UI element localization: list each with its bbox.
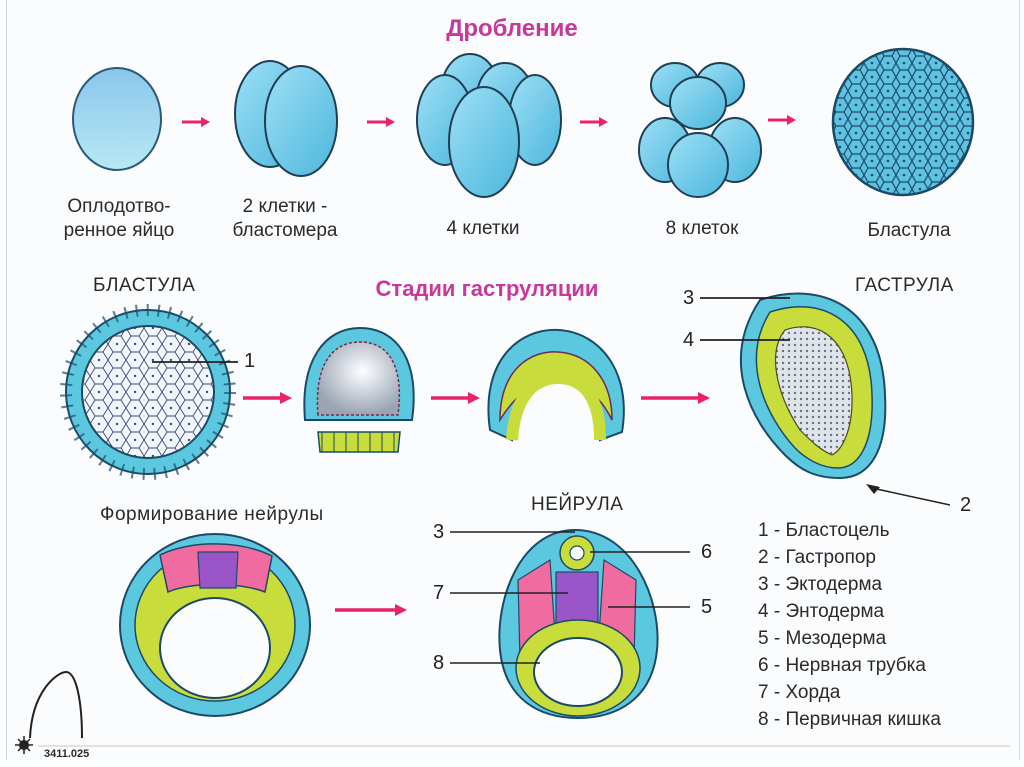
four-cell-stage — [416, 53, 562, 198]
four-cell-label: 4 клетки — [446, 218, 520, 239]
two-cell-label-line1: 2 клетки - — [242, 196, 328, 217]
early-gastrula — [303, 326, 415, 453]
legend-item: 8 - Первичная кишка — [758, 709, 941, 730]
gastrula-heading: ГАСТРУЛА — [855, 275, 954, 296]
eight-cell-label: 8 клеток — [665, 218, 739, 239]
legend-item: 4 - Энтодерма — [758, 601, 885, 622]
callout-5: 5 — [701, 596, 713, 618]
callout-7: 7 — [433, 582, 445, 604]
fertilized-egg — [72, 67, 162, 171]
eight-cell-stage — [638, 62, 762, 198]
callout-6: 6 — [701, 541, 713, 563]
publisher-logo-icon — [15, 670, 1010, 754]
legend-item: 3 - Эктодерма — [758, 574, 883, 595]
two-cell-stage — [234, 60, 338, 177]
callout-3-neurula: 3 — [433, 521, 445, 543]
neurula-section — [450, 528, 690, 720]
legend-item: 2 - Гастропор — [758, 547, 876, 568]
neurula-formation — [119, 533, 311, 717]
callout-3-gastrula: 3 — [683, 287, 695, 309]
cleavage-arrows — [182, 115, 796, 127]
blastula-section — [60, 304, 238, 480]
callout-1: 1 — [244, 350, 256, 372]
two-cell-label-line2: бластомера — [232, 220, 338, 241]
gastrulation-arrows — [243, 392, 710, 404]
gastrulation-title: Стадии гаструляции — [375, 276, 599, 301]
legend-item: 1 - Бластоцель — [758, 520, 890, 541]
callout-2: 2 — [960, 494, 972, 516]
legend-item: 5 - Мезодерма — [758, 628, 887, 649]
blastula-surface — [831, 47, 975, 197]
neurula-heading: НЕЙРУЛА — [531, 494, 624, 515]
neurula-arrowhead — [395, 604, 407, 616]
cleavage-title: Дробление — [446, 15, 578, 42]
callout-4: 4 — [683, 329, 695, 351]
egg-label-line2: ренное яйцо — [63, 220, 175, 241]
blastula-label: Бластула — [867, 220, 951, 241]
invaginating-gastrula — [487, 328, 625, 442]
callout-8: 8 — [433, 652, 445, 674]
blastula-heading: БЛАСТУЛА — [93, 275, 196, 296]
egg-label-line1: Оплодотво- — [67, 196, 171, 217]
legend-item: 6 - Нервная трубка — [758, 655, 926, 676]
neurula-formation-heading: Формирование нейрулы — [100, 504, 324, 525]
gastrula — [700, 292, 951, 506]
footer-code: 3411.025 — [44, 748, 90, 760]
legend-item: 7 - Хорда — [758, 682, 841, 703]
